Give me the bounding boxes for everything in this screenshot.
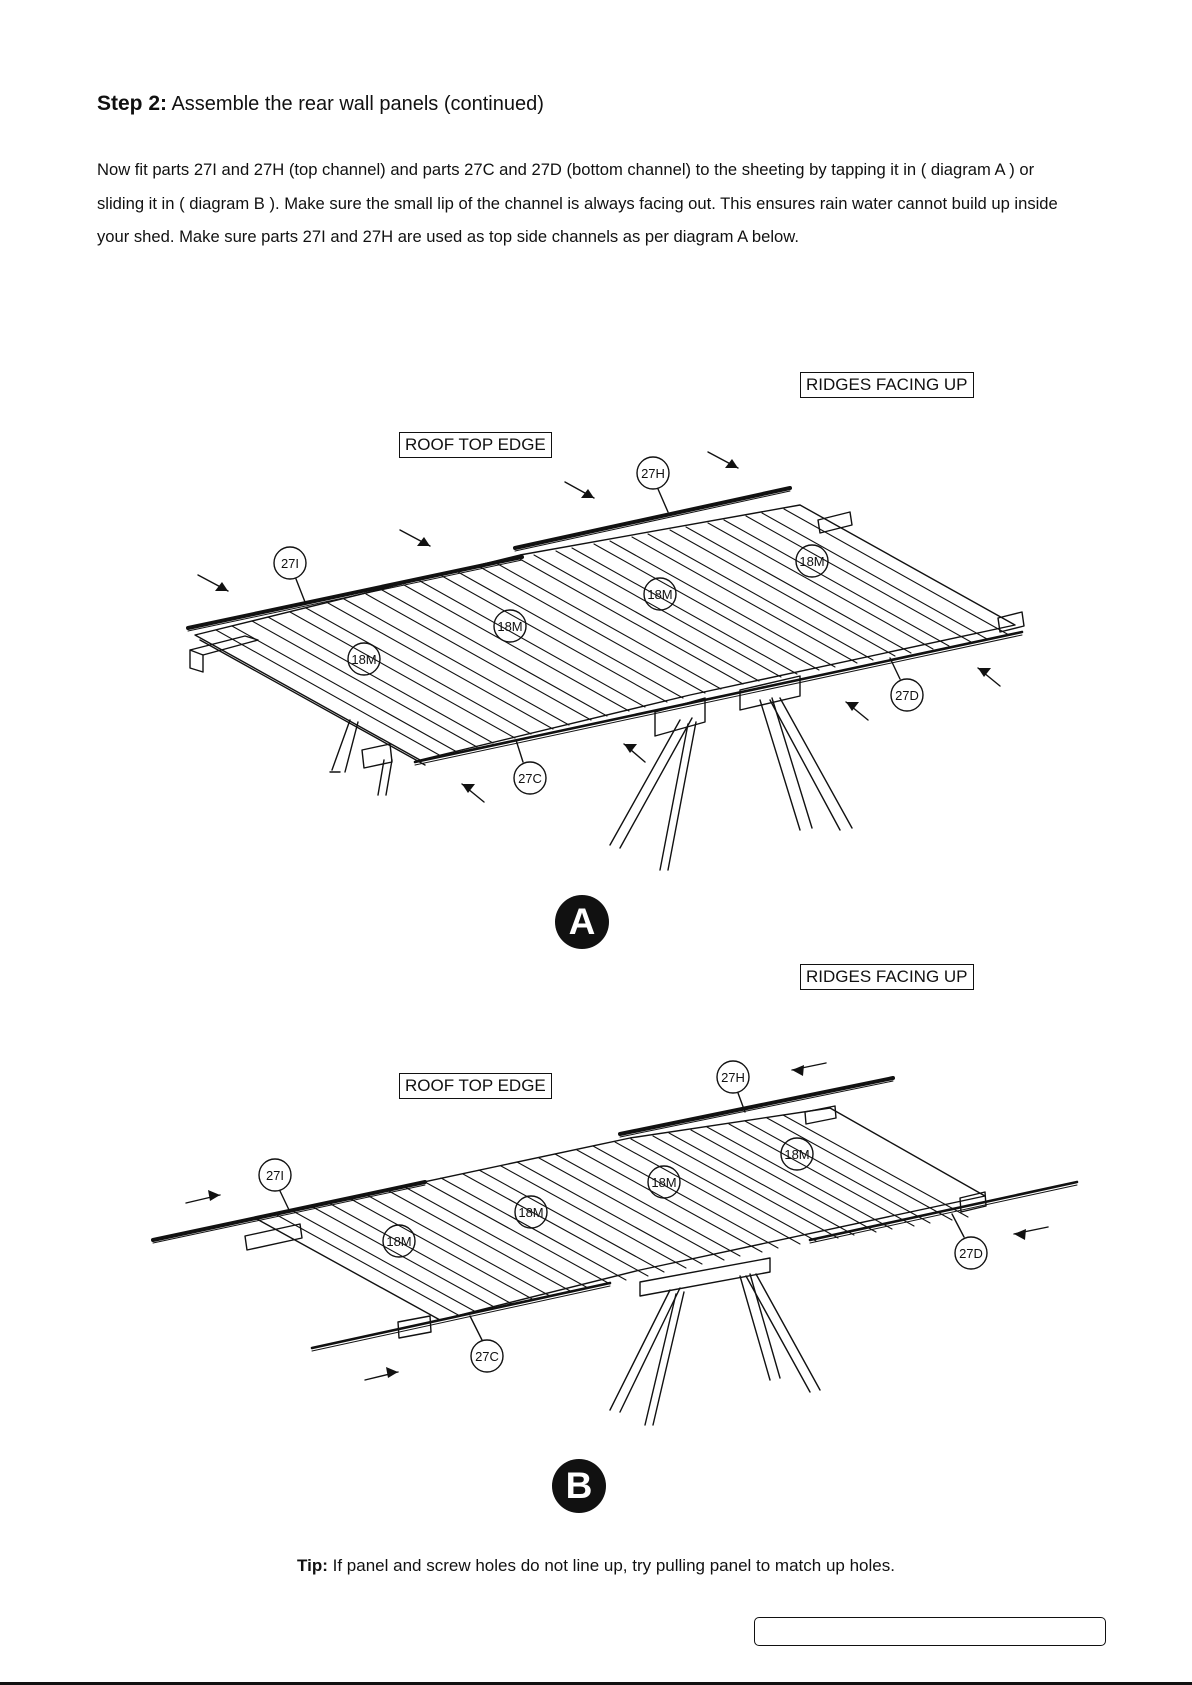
diagram-b-badge: B (552, 1459, 606, 1513)
callout-27d-a: 27D (895, 688, 919, 703)
tip-note: Tip: If panel and screw holes do not lin… (0, 1556, 1192, 1576)
tip-text: If panel and screw holes do not line up,… (332, 1556, 895, 1575)
diagram-a-badge: A (555, 895, 609, 949)
callout-27i-b: 27I (266, 1168, 284, 1183)
step-number: Step 2: (97, 92, 168, 115)
instruction-line-3: your shed. Make sure parts 27I and 27H a… (97, 227, 799, 246)
callout-18m-a-1: 18M (799, 554, 824, 569)
tip-label: Tip: (297, 1556, 328, 1575)
instruction-line-1: Now fit parts 27I and 27H (top channel) … (97, 160, 1035, 179)
callout-27c-b: 27C (475, 1349, 499, 1364)
callout-18m-b-1: 18M (784, 1147, 809, 1162)
callout-18m-b-4: 18M (386, 1234, 411, 1249)
callout-18m-a-3: 18M (497, 619, 522, 634)
callout-18m-a-2: 18M (647, 587, 672, 602)
footer-box (754, 1617, 1106, 1646)
callout-27d-b: 27D (959, 1246, 983, 1261)
instruction-line-2: sliding it in ( diagram B ). Make sure t… (97, 193, 1058, 213)
roof-top-edge-label-b: ROOF TOP EDGE (399, 1073, 552, 1099)
callout-18m-a-4: 18M (351, 652, 376, 667)
diagram-b-illustration: 27I 27H 18M 18M 18M 18M 27C 27D (151, 1060, 1079, 1426)
callout-27c-a: 27C (518, 771, 542, 786)
callout-27h-b: 27H (721, 1070, 745, 1085)
ridges-facing-up-label-b: RIDGES FACING UP (800, 964, 974, 990)
bottom-rule (0, 1682, 1192, 1685)
callout-18m-b-2: 18M (651, 1175, 676, 1190)
roof-top-edge-label-a: ROOF TOP EDGE (399, 432, 552, 458)
step-heading: Step 2: Assemble the rear wall panels (c… (97, 92, 544, 116)
callout-18m-b-3: 18M (518, 1205, 543, 1220)
diagram-a-illustration: 27I 27H 18M 18M 18M 18M 27C 27D (186, 451, 1025, 871)
instruction-paragraph: Now fit parts 27I and 27H (top channel) … (97, 153, 1107, 254)
ridges-facing-up-label-a: RIDGES FACING UP (800, 372, 974, 398)
callout-27h-a: 27H (641, 466, 665, 481)
callout-27i-a: 27I (281, 556, 299, 571)
step-title: Assemble the rear wall panels (continued… (171, 93, 544, 115)
